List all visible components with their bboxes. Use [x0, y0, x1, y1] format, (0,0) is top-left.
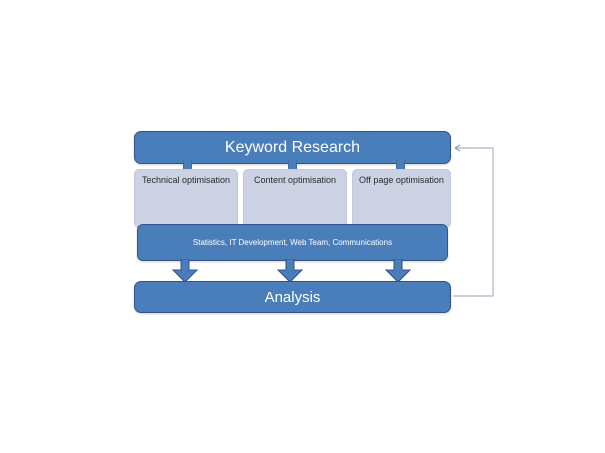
connector-tab-offpage: [396, 160, 405, 172]
teams-bar-label: Statistics, IT Development, Web Team, Co…: [192, 238, 393, 247]
sub-box-off-page-optimisation[interactable]: Off page optimisation: [352, 169, 451, 228]
connector-tab-content: [288, 160, 297, 172]
analysis-label: Analysis: [264, 288, 321, 306]
analysis-box[interactable]: Analysis: [134, 281, 451, 313]
sub-box-offpage-label: Off page optimisation: [359, 175, 444, 185]
teams-bar[interactable]: Statistics, IT Development, Web Team, Co…: [137, 224, 448, 261]
sub-box-content-label: Content optimisation: [253, 175, 337, 185]
keyword-research-label: Keyword Research: [224, 138, 361, 156]
sub-box-technical-label: Technical optimisation: [141, 175, 231, 185]
feedback-loop-arrow: [453, 144, 494, 297]
connector-tab-technical: [183, 160, 192, 172]
sub-box-technical-optimisation[interactable]: Technical optimisation: [134, 169, 238, 228]
down-arrow-left: [172, 259, 198, 283]
sub-box-content-optimisation[interactable]: Content optimisation: [243, 169, 347, 228]
down-arrow-middle: [277, 259, 303, 283]
down-arrow-right: [385, 259, 411, 283]
